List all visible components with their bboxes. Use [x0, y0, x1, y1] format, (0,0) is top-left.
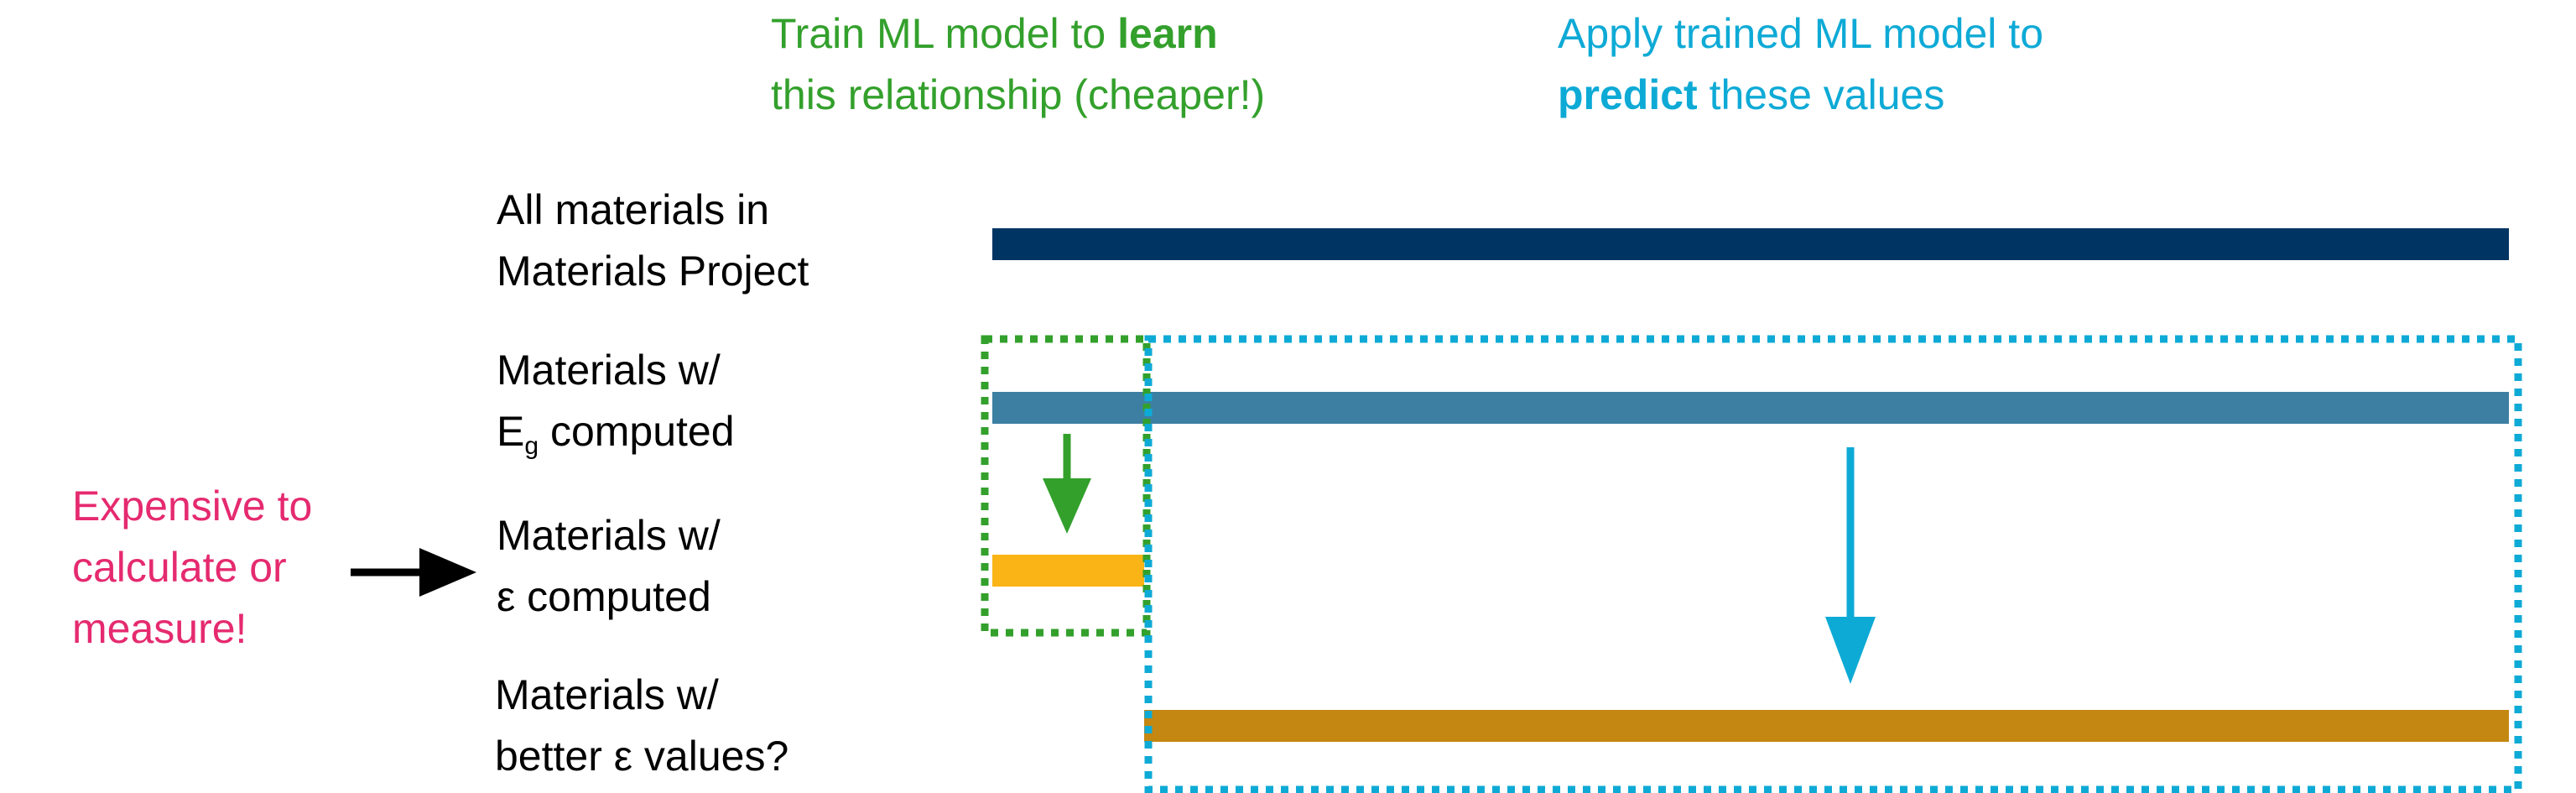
bar-all-materials	[992, 228, 2509, 260]
apply-region-box	[1144, 335, 2522, 793]
bar-better-eps	[1144, 710, 2509, 742]
row-label-better-line2: better ε values?	[495, 733, 789, 780]
row-label-eg-line1: Materials w/	[497, 347, 721, 394]
row-label-eps-line2: ε computed	[497, 573, 711, 620]
apply-annotation-line1: Apply trained ML model to	[1558, 10, 2044, 57]
eg-subscript: g	[524, 432, 539, 460]
apply-annotation-text: these values	[1697, 71, 1945, 118]
train-annotation-bold: learn	[1117, 10, 1218, 57]
row-label-eps-line1: Materials w/	[497, 512, 721, 559]
predict-arrow	[1825, 447, 1876, 684]
bar-eg-computed	[992, 392, 2509, 424]
row-label-all-line2: Materials Project	[497, 248, 809, 295]
row-label-eg-line2: Eg computed	[497, 401, 735, 462]
row-label-better-line1: Materials w/	[495, 671, 719, 718]
train-annotation-text: Train ML model to	[771, 10, 1118, 57]
expensive-line2: calculate or	[72, 544, 287, 591]
expensive-line1: Expensive to	[72, 483, 313, 530]
train-arrow	[1043, 434, 1091, 534]
row-label-all-line1: All materials in	[497, 186, 770, 233]
bar-eps-computed	[992, 555, 1144, 587]
train-annotation-line1: Train ML model to learn	[771, 3, 1218, 65]
apply-annotation-line2: predict these values	[1558, 65, 1944, 126]
apply-annotation-bold: predict	[1558, 71, 1698, 118]
train-annotation-line2: this relationship (cheaper!)	[771, 71, 1266, 118]
expensive-arrow	[351, 548, 476, 597]
expensive-line3: measure!	[72, 605, 247, 652]
eg-symbol: E	[497, 408, 525, 455]
eg-computed-text: computed	[539, 408, 735, 455]
